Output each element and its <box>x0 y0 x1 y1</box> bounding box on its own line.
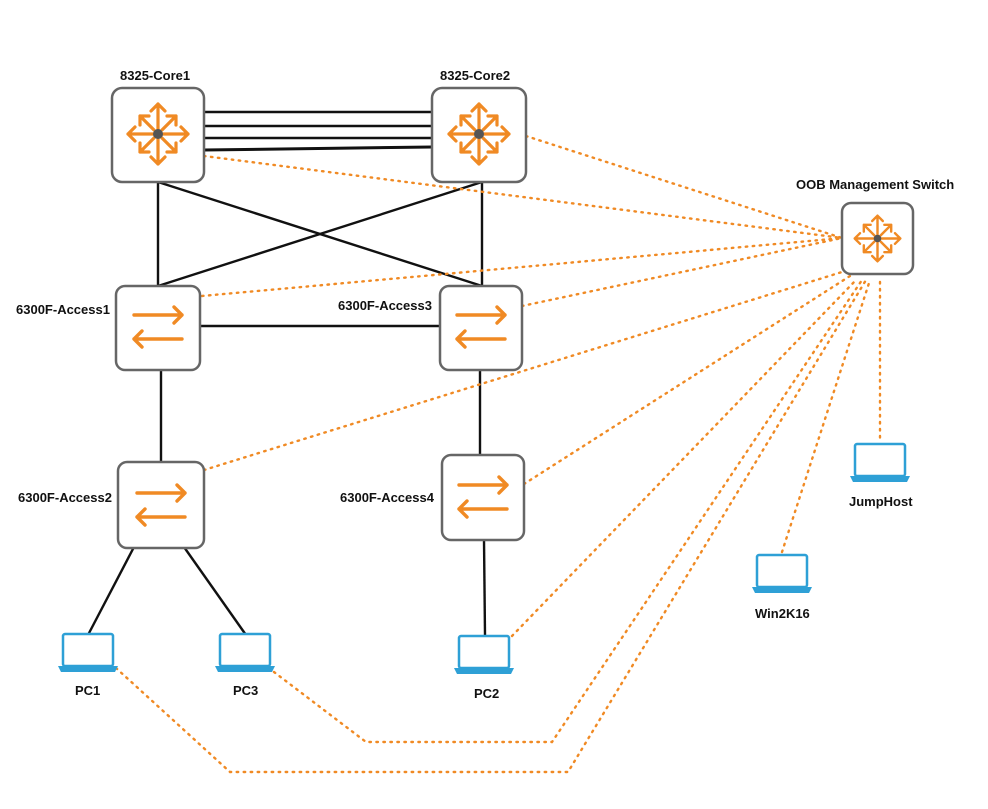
device-access4[interactable] <box>440 453 526 542</box>
laptop-icon <box>848 442 912 484</box>
mgmt-link-win2k16 <box>780 278 872 554</box>
mgmt-link-access1 <box>200 236 844 298</box>
mgmt-link-core1 <box>202 154 844 240</box>
mgmt-link-access2 <box>202 270 844 472</box>
host-pc2[interactable] <box>452 634 516 676</box>
link-access4-pc2 <box>482 539 487 636</box>
mgmt-link-access3 <box>520 236 844 308</box>
host-jumphost[interactable] <box>848 442 912 484</box>
pc3-label: PC3 <box>233 683 259 698</box>
core1-label: 8325-Core1 <box>120 68 191 83</box>
link-access2-pc1 <box>86 546 136 636</box>
link-access2-pc3 <box>183 546 247 636</box>
device-access3[interactable] <box>438 284 524 372</box>
pc2-label: PC2 <box>474 686 500 701</box>
access3-label: 6300F-Access3 <box>338 298 432 313</box>
host-win2k16[interactable] <box>750 553 814 595</box>
pc1-label: PC1 <box>75 683 101 698</box>
oob-management-links <box>114 134 882 774</box>
mgmt-link-pc1 <box>114 278 868 774</box>
host-pc1[interactable] <box>56 632 120 674</box>
link-core2-access1 <box>157 180 483 288</box>
core2-label: 8325-Core2 <box>440 68 511 83</box>
mgmt-link-pc3 <box>272 278 864 744</box>
device-core2[interactable] <box>430 86 528 184</box>
device-core1[interactable] <box>110 86 206 184</box>
access2-label: 6300F-Access2 <box>18 490 112 505</box>
win2k16-label: Win2K16 <box>755 606 810 621</box>
device-access2[interactable] <box>116 460 206 550</box>
jumphost-label: JumpHost <box>849 494 913 509</box>
physical-links <box>86 110 487 636</box>
device-access1[interactable] <box>114 284 202 372</box>
device-oob[interactable] <box>840 201 915 276</box>
mgmt-link-access4 <box>522 274 852 486</box>
host-pc3[interactable] <box>213 632 277 674</box>
laptop-icon <box>750 553 814 595</box>
mgmt-link-core2 <box>524 134 844 240</box>
oob-label: OOB Management Switch <box>796 177 955 192</box>
laptop-icon <box>213 632 277 674</box>
access1-label: 6300F-Access1 <box>16 302 110 317</box>
laptop-icon <box>452 634 516 676</box>
link-core1-core2 <box>203 145 433 152</box>
laptop-icon <box>56 632 120 674</box>
mgmt-link-pc2 <box>510 278 858 638</box>
access4-label: 6300F-Access4 <box>340 490 434 505</box>
